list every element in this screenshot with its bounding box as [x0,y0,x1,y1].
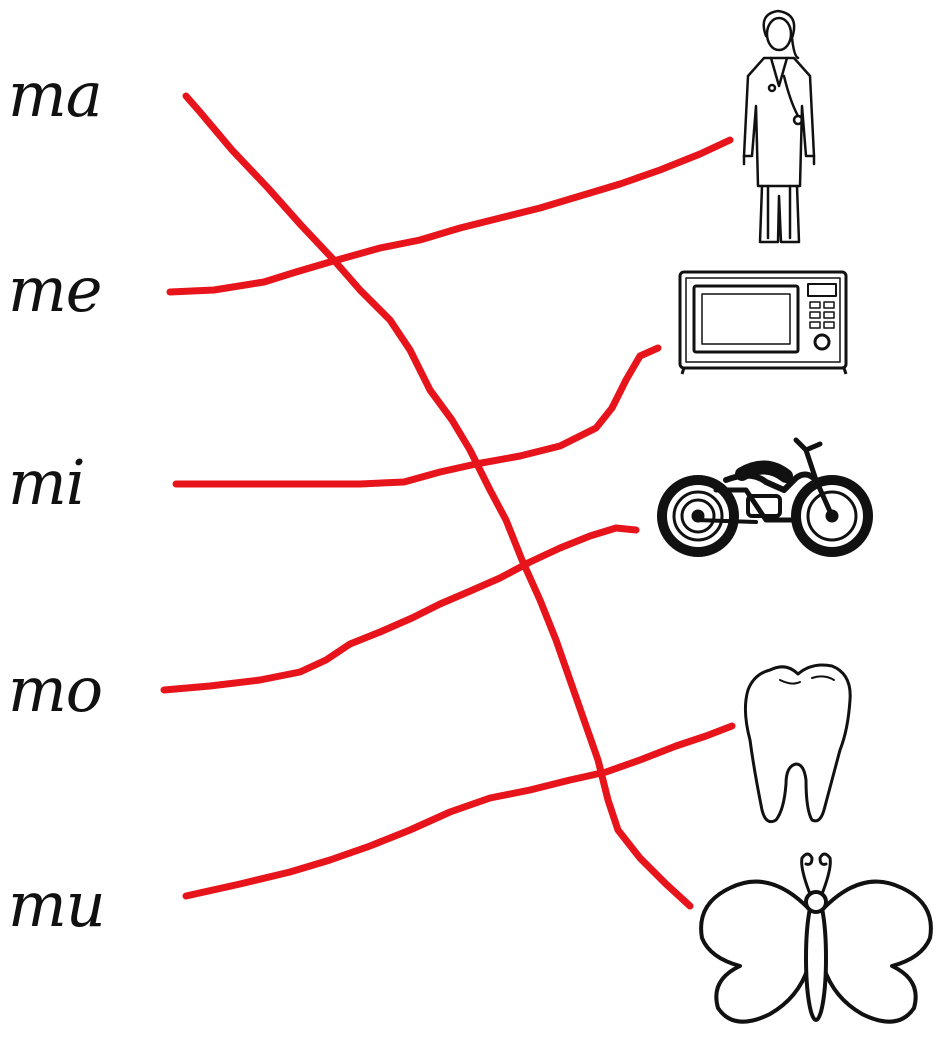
microwave-icon[interactable] [676,268,854,376]
syllable-me[interactable]: me [8,253,102,326]
line-mi-microwave [172,344,662,488]
syllable-ma[interactable]: ma [8,58,103,131]
motorcycle-icon[interactable] [656,430,874,558]
syllable-mo[interactable]: mo [8,653,103,726]
line-ma-butterfly [182,92,694,910]
tooth-icon[interactable] [740,660,858,828]
line-mu-tooth [182,722,736,900]
syllable-mu[interactable]: mu [8,868,106,941]
line-me-doctor [166,136,734,296]
butterfly-icon[interactable] [690,848,938,1036]
doctor-icon[interactable] [728,6,828,248]
line-mo-motorcycle [160,524,640,694]
syllable-mi[interactable]: mi [8,446,86,519]
